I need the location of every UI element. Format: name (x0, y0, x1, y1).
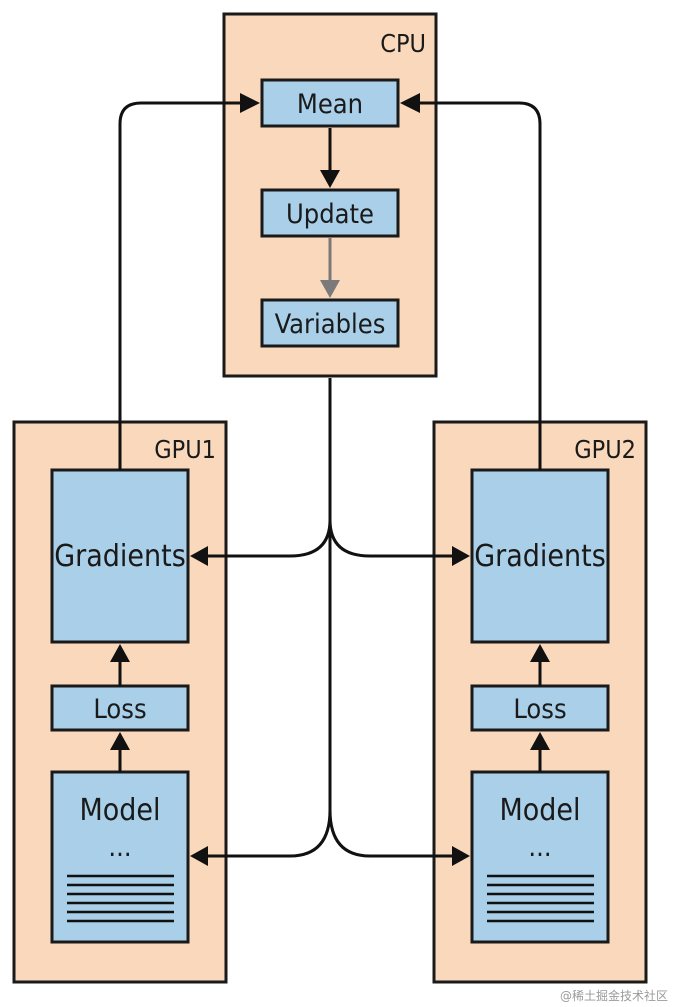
gpu1-gradients-to-mean-arrow (118, 93, 260, 470)
gpu2-gradients-label: Gradients (474, 539, 606, 574)
gpu1-model-ellipsis: ... (108, 832, 131, 863)
gpu2-model-to-loss-arrow (530, 732, 550, 772)
gpu2-loss-label: Loss (513, 694, 566, 725)
gpu1-model-node: Model ... (50, 770, 190, 944)
gpu2-model-layers-icon (487, 874, 594, 923)
gpu2-model-label: Model (499, 793, 580, 828)
mean-to-update-arrow (320, 128, 340, 188)
gpu1-model-to-loss-arrow (110, 732, 130, 772)
gpu2-model-node: Model ... (470, 770, 610, 944)
gpu1-loss-to-gradients-arrow (110, 644, 130, 686)
variables-node: Variables (260, 298, 400, 348)
cpu-label: CPU (380, 29, 426, 58)
watermark-text: @稀土掘金技术社区 (560, 988, 668, 1003)
mean-node: Mean (260, 78, 400, 128)
mean-label: Mean (297, 89, 363, 120)
gpu2-gradients-to-mean-arrow (400, 93, 542, 470)
gpu1-model-label: Model (79, 793, 160, 828)
gpu2-gradients-node: Gradients (470, 468, 610, 644)
variables-label: Variables (275, 309, 386, 340)
gpu2-model-sync-arrow (328, 809, 470, 866)
gpu2-loss-to-gradients-arrow (530, 644, 550, 686)
gpu2-label: GPU2 (574, 435, 636, 464)
gpu2-gradients-sync-arrow (328, 519, 470, 566)
gpu2-loss-node: Loss (470, 684, 610, 732)
update-to-variables-arrow (320, 238, 340, 298)
gpu1-label: GPU1 (154, 435, 216, 464)
gpu1-loss-label: Loss (93, 694, 146, 725)
gpu1-gradients-label: Gradients (54, 539, 186, 574)
gpu1-model-layers-icon (67, 874, 174, 923)
gpu1-loss-node: Loss (50, 684, 190, 732)
update-label: Update (286, 199, 374, 230)
gpu1-gradients-node: Gradients (50, 468, 190, 644)
update-node: Update (260, 188, 400, 238)
gpu2-model-ellipsis: ... (528, 832, 551, 863)
